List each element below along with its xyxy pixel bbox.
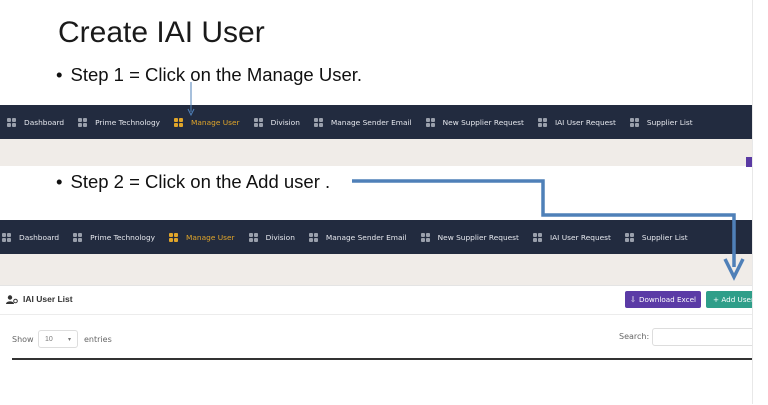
- nav-item-prime-technology[interactable]: Prime Technology: [78, 117, 161, 127]
- table-header-line: [12, 358, 756, 360]
- entries-label: entries: [84, 335, 112, 344]
- nav-item-dashboard[interactable]: Dashboard: [2, 232, 60, 242]
- content-band-1: [0, 139, 752, 166]
- nav-label: New Supplier Request: [437, 232, 519, 242]
- nav-label: Manage User: [186, 232, 235, 242]
- nav-item-supplier-list[interactable]: Supplier List: [629, 117, 693, 127]
- grid-icon: [308, 232, 318, 242]
- add-user-button[interactable]: + Add User: [706, 291, 761, 308]
- entries-select[interactable]: 10 ▾: [38, 330, 78, 348]
- download-icon: ⇩: [629, 295, 636, 304]
- nav-label: IAI User Request: [549, 232, 611, 242]
- nav-label: Manage User: [191, 117, 240, 127]
- download-excel-button[interactable]: ⇩Download Excel: [625, 291, 701, 308]
- nav-item-manage-sender-email[interactable]: Manage Sender Email: [313, 117, 412, 127]
- nav-item-new-supplier-request[interactable]: New Supplier Request: [425, 117, 524, 127]
- show-label: Show: [12, 335, 34, 344]
- nav-label: Dashboard: [24, 117, 65, 127]
- nav-label: Manage Sender Email: [330, 117, 412, 127]
- grid-icon: [537, 117, 547, 127]
- grid-icon: [174, 117, 184, 127]
- nav-label: Manage Sender Email: [325, 232, 407, 242]
- grid-icon: [624, 232, 634, 242]
- grid-icon: [532, 232, 542, 242]
- bullet: •: [56, 171, 63, 192]
- grid-icon: [248, 232, 258, 242]
- nav-label: New Supplier Request: [442, 117, 524, 127]
- grid-icon: [78, 117, 88, 127]
- grid-icon: [73, 232, 83, 242]
- nav-item-manage-sender-email[interactable]: Manage Sender Email: [308, 232, 407, 242]
- nav-item-division[interactable]: Division: [253, 117, 300, 127]
- nav-label: Division: [270, 117, 300, 127]
- grid-icon: [169, 232, 179, 242]
- search-input[interactable]: [652, 328, 756, 346]
- grid-icon: [7, 117, 16, 127]
- nav-label: Prime Technology: [95, 117, 161, 127]
- bullet: •: [56, 64, 63, 85]
- entries-value: 10: [45, 335, 53, 343]
- content-band-2: [0, 254, 752, 285]
- nav-item-new-supplier-request[interactable]: New Supplier Request: [420, 232, 519, 242]
- grid-icon: [2, 232, 11, 242]
- grid-icon: [313, 117, 323, 127]
- nav-item-supplier-list[interactable]: Supplier List: [624, 232, 688, 242]
- grid-icon: [425, 117, 435, 127]
- nav-item-division[interactable]: Division: [248, 232, 295, 242]
- nav-item-iai-user-request[interactable]: IAI User Request: [532, 232, 611, 242]
- step-1-label: Step 1 = Click on the Manage User.: [70, 64, 363, 85]
- user-list-title-label: IAI User List: [23, 294, 73, 304]
- nav-label: IAI User Request: [554, 117, 616, 127]
- step-1-text: • Step 1 = Click on the Manage User.: [56, 64, 362, 86]
- nav-label: Division: [265, 232, 295, 242]
- nav-item-prime-technology[interactable]: Prime Technology: [73, 232, 156, 242]
- user-settings-icon: [6, 294, 18, 304]
- step-2-text: • Step 2 = Click on the Add user .: [56, 171, 330, 193]
- nav-item-iai-user-request[interactable]: IAI User Request: [537, 117, 616, 127]
- nav-item-manage-user[interactable]: Manage User: [174, 117, 240, 127]
- add-user-label: + Add User: [713, 295, 754, 304]
- search-label: Search:: [619, 332, 650, 341]
- top-nav-bar-2: Dashboard Prime Technology Manage User D…: [0, 220, 752, 254]
- user-list-title: IAI User List: [6, 294, 73, 304]
- download-excel-label: Download Excel: [638, 295, 697, 304]
- nav-label: Supplier List: [641, 232, 688, 242]
- nav-item-manage-user[interactable]: Manage User: [169, 232, 235, 242]
- scrollbar[interactable]: [752, 0, 768, 404]
- grid-icon: [253, 117, 263, 127]
- nav-item-dashboard[interactable]: Dashboard: [7, 117, 65, 127]
- card-header-divider: [0, 314, 752, 315]
- slide-title: Create IAI User: [58, 16, 265, 49]
- chevron-down-icon: ▾: [67, 336, 71, 343]
- top-nav-bar-1: Dashboard Prime Technology Manage User D…: [0, 105, 752, 139]
- nav-label: Prime Technology: [90, 232, 156, 242]
- nav-label: Supplier List: [646, 117, 693, 127]
- grid-icon: [420, 232, 430, 242]
- grid-icon: [629, 117, 639, 127]
- side-tab[interactable]: [746, 157, 752, 167]
- nav-label: Dashboard: [19, 232, 60, 242]
- step-2-label: Step 2 = Click on the Add user .: [70, 171, 331, 192]
